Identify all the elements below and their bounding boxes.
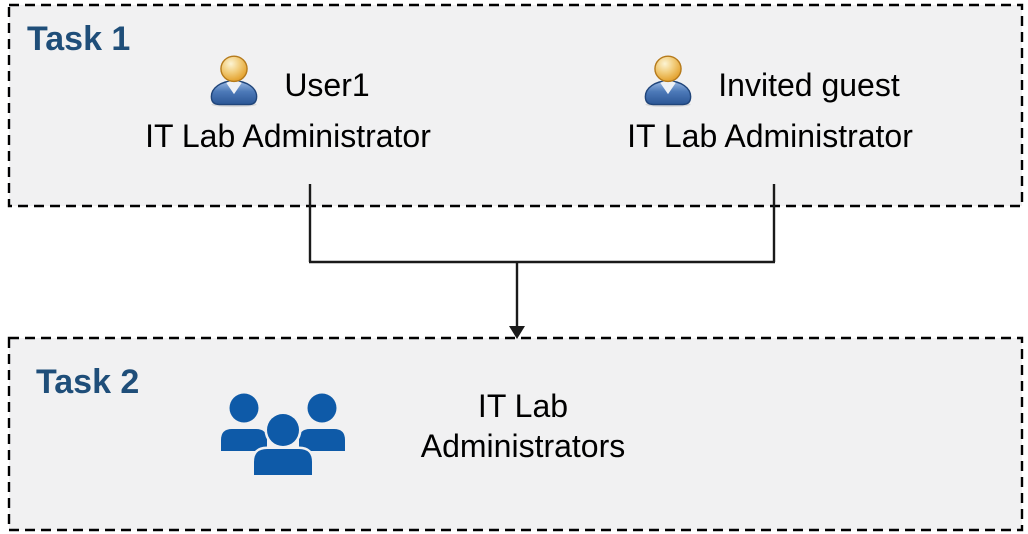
person-invited-guest-row: Invited guest (640, 54, 900, 108)
user-person-icon (210, 55, 258, 108)
person-name: Invited guest (718, 66, 900, 103)
task2-label: Task 2 (36, 363, 140, 401)
person-invited-guest: Invited guest IT Lab Administrator (600, 54, 940, 155)
user-person-icon (644, 55, 692, 108)
person-user1-row: User1 (206, 54, 370, 108)
people-group-icon (221, 393, 345, 478)
task1-label: Task 1 (27, 20, 131, 58)
person-role: IT Lab Administrator (145, 118, 431, 154)
task2-box (7, 336, 1024, 532)
group-name-line1: IT Lab (477, 388, 569, 424)
person-role: IT Lab Administrator (627, 118, 913, 154)
task1-box (7, 3, 1024, 208)
person-user1: User1 IT Lab Administrator (118, 54, 458, 155)
merge-connector (308, 184, 776, 327)
group-name: IT Lab Administrators (373, 386, 673, 466)
arrowhead-down-icon (509, 326, 525, 339)
person-name: User1 (284, 66, 370, 103)
group-name-line2: Administrators (420, 428, 626, 464)
